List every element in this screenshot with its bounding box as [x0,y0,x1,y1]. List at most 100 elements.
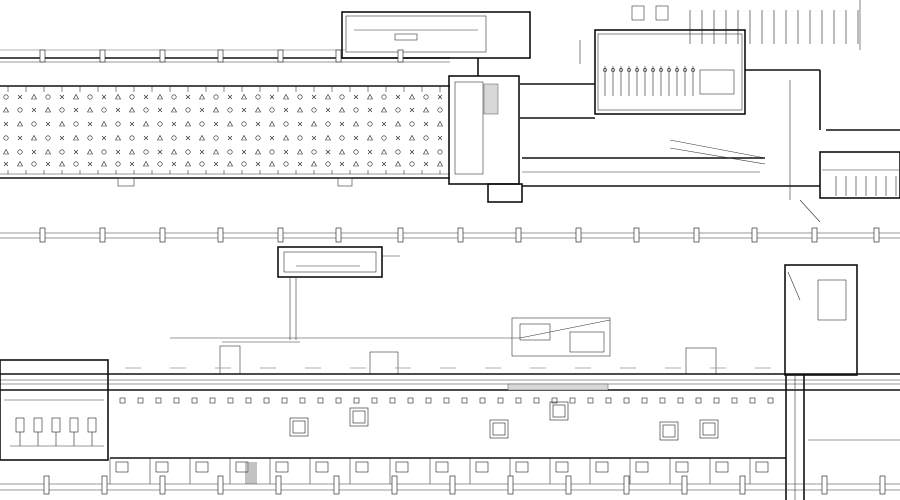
fixture-symbol [170,148,178,155]
fixture-symbol [353,135,359,141]
fixture-symbol [115,161,121,167]
fixture-symbol [101,135,107,141]
fixture-symbol [659,397,666,404]
structural-column [217,475,224,495]
fixture-symbol [623,397,630,404]
structural-column [879,475,886,495]
structural-column [335,49,342,63]
fixture-symbol [87,161,93,167]
fixture-symbol [367,121,373,127]
fixture-symbol [367,161,373,167]
fixture-symbol [59,149,65,155]
fixture-symbol [86,148,94,155]
fixture-symbol [409,107,415,113]
fixture-symbol [367,149,373,155]
fixture-symbol [551,397,558,404]
fixture-symbol [317,397,324,404]
structural-column [99,49,106,63]
fixture-symbol [395,94,401,100]
fixture-symbols-lower [119,367,774,441]
upper-plan [0,0,900,223]
fixture-symbol [353,149,359,155]
grid-columns-top [39,49,404,63]
valve [683,68,687,72]
fixture-symbol [241,149,247,155]
structural-column [275,475,282,495]
structural-column [515,227,522,243]
fixture-symbol [296,148,304,155]
valve [667,68,671,72]
fixture-symbol [212,106,220,113]
fixture-symbol [58,160,66,167]
valve [619,68,623,72]
mechanical-equipment [10,10,897,447]
pump-unit [33,417,43,433]
fixture-symbol [311,149,317,155]
fixture-symbol [31,149,37,155]
fixture-symbol [335,397,342,404]
fixture-symbol [269,94,275,100]
fixture-symbol [767,397,774,404]
fixture-symbol [381,161,387,167]
fixture-symbol [73,107,79,113]
fixture-symbol [677,397,684,404]
fixture-symbol [269,107,275,113]
fixture-symbol [641,397,648,404]
fixture-symbol [86,106,94,113]
fixture-symbol [255,121,261,127]
equipment-box-inner [352,410,366,424]
fixture-symbol [16,160,24,167]
fixture-symbol [45,94,51,100]
fixture-symbol [731,397,738,404]
fixture-symbol [297,135,303,141]
fixture-symbol [171,161,177,167]
fixture-symbol [339,161,345,167]
fixture-symbol [408,93,416,100]
fixture-symbol [389,397,396,404]
fixture-symbol [184,160,192,167]
fixture-symbol [437,149,443,155]
fixture-symbol [339,94,345,100]
structural-column [623,475,630,495]
fixture-symbol [30,134,38,141]
fixture-symbol [115,121,121,127]
pump-unit [51,417,61,433]
fixture-symbol [45,121,51,127]
fixture-symbol [395,107,401,113]
fixture-symbol [283,161,289,167]
fixture-symbol [213,121,219,127]
structural-column [217,227,224,243]
fixture-symbol [114,93,122,100]
fixture-symbol [310,160,318,167]
fixture-symbol [129,94,135,100]
fixture-symbol [143,107,149,113]
equipment-box-inner [292,420,306,434]
fixture-symbol [423,121,429,127]
grid-line-middle [0,232,900,239]
fixture-symbol [240,134,248,141]
fixture-symbol [3,161,9,167]
equipment-box [289,417,309,437]
structural-column [811,227,818,243]
fixture-symbol [515,397,522,404]
fixture-symbol [199,161,205,167]
bottom-room-partitions [109,458,769,484]
fixture-symbol [423,94,429,100]
room-fixture [435,461,449,473]
fixture-symbol [325,107,331,113]
fixture-symbol [408,134,416,141]
room-fixture [635,461,649,473]
fixture-symbol [129,121,135,127]
fixture-symbol [209,397,216,404]
fixture-symbol [437,135,443,141]
structural-column [739,475,746,495]
fixture-symbol [114,134,122,141]
structural-column [159,475,166,495]
fixture-symbols-upper [2,86,444,174]
fixture-symbol [325,149,331,155]
fixture-symbol [338,106,346,113]
fixture-symbol [423,135,429,141]
grid-columns-middle [39,227,880,243]
valve [651,68,655,72]
fixture-symbol [339,135,345,141]
